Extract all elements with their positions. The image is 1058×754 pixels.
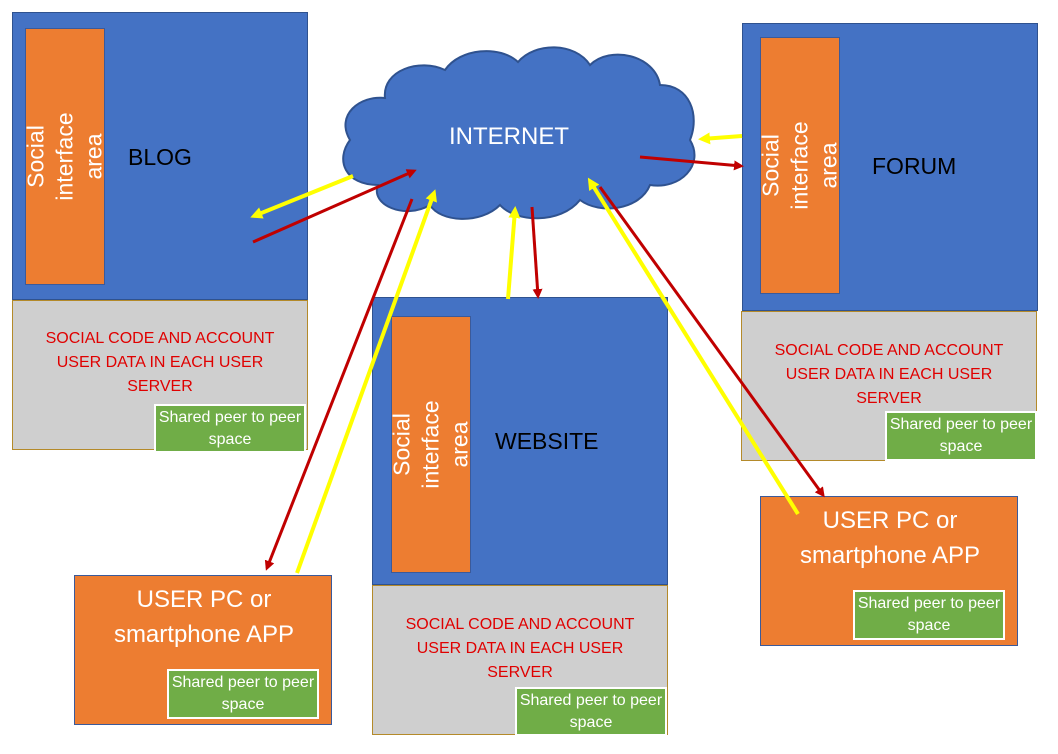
arrow-internet-to-user-left [264, 198, 414, 571]
blog-server-text: SOCIAL CODE AND ACCOUNT USER DATA IN EAC… [45, 330, 275, 395]
blog-title: BLOG [128, 144, 192, 170]
forum-server-text: SOCIAL CODE AND ACCOUNT USER DATA IN EAC… [774, 342, 1004, 407]
arrow-blog-to-internet [252, 169, 417, 244]
arrow-internet-to-forum [639, 155, 744, 171]
website-server-text: SOCIAL CODE AND ACCOUNT USER DATA IN EAC… [405, 616, 635, 681]
blog-shared-space: Shared peer to peer space [154, 404, 306, 453]
user-right-label: USER PC or smartphone APP [799, 507, 981, 569]
forum-shared-space: Shared peer to peer space [885, 411, 1037, 461]
forum-social-interface-area: Social interface area [760, 37, 840, 294]
website-shared-space: Shared peer to peer space [515, 687, 667, 736]
arrow-user-right-to-internet [587, 177, 800, 516]
arrow-user-left-to-internet [295, 189, 437, 574]
user-left-label: USER PC or smartphone APP [113, 586, 295, 648]
arrow-website-to-internet [506, 206, 521, 300]
arrow-internet-to-website [530, 206, 543, 299]
website-social-interface-area: Social interface area [391, 316, 471, 573]
internet-label: INTERNET [449, 123, 569, 150]
user-right-shared-space: Shared peer to peer space [853, 590, 1005, 640]
arrow-forum-to-internet [698, 132, 743, 145]
forum-title: FORUM [872, 153, 957, 179]
arrow-internet-to-user-right [598, 186, 825, 498]
blog-social-interface-area: Social interface area [25, 28, 105, 285]
user-left-shared-space: Shared peer to peer space [167, 669, 319, 719]
arrow-internet-to-blog [250, 174, 354, 219]
website-title: WEBSITE [495, 428, 599, 454]
